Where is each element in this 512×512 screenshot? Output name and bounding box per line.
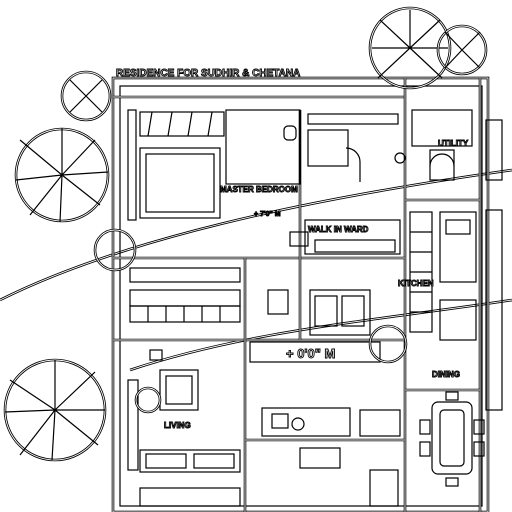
building-outline xyxy=(111,76,490,512)
master-bedroom-furniture xyxy=(127,109,401,255)
room-label-master-bedroom: MASTER BEDROOM xyxy=(220,185,298,194)
middle-left-room xyxy=(129,267,381,363)
kitchen-fixtures xyxy=(409,209,503,411)
room-label-walk-in-wardrobe: WALK IN WARD xyxy=(308,225,369,234)
site-curves xyxy=(0,168,512,372)
dining-table xyxy=(419,391,485,487)
level-mark-upper: + 7'0" M xyxy=(254,211,281,218)
tree-canopy-left-lower xyxy=(3,358,107,462)
room-label-living: LIVING xyxy=(164,421,191,430)
utility-fixtures xyxy=(394,109,503,181)
plan-title: RESIDENCE FOR SUDHIR & CHETANA xyxy=(116,68,300,79)
room-label-kitchen: KITCHEN xyxy=(398,279,434,288)
level-mark-main: + 0'0" M xyxy=(286,346,335,361)
room-label-dining: DINING xyxy=(432,370,460,379)
wardrobe-area xyxy=(267,231,371,336)
tree-canopy-left-upper xyxy=(14,127,110,223)
tree-canopy-top-right xyxy=(368,6,488,90)
lower-middle-area xyxy=(261,407,401,507)
room-label-utility: UTILITY xyxy=(438,139,469,148)
shrub-icon xyxy=(60,70,408,414)
living-furniture xyxy=(127,369,241,507)
